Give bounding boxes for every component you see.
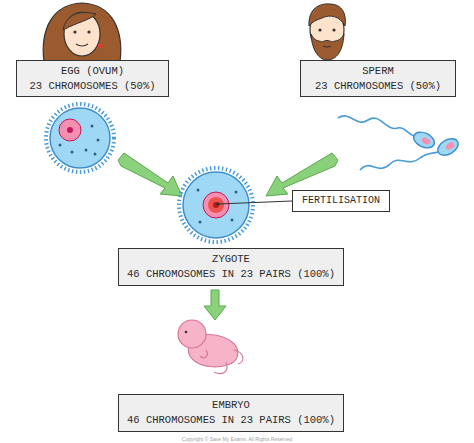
embryo-figure (178, 320, 243, 374)
box-text: 23 CHROMOSOMES (50%) (29, 79, 155, 94)
woman-face (43, 3, 120, 62)
box-text: SPERM (362, 64, 394, 79)
man-face (309, 4, 345, 60)
leader-line (216, 201, 292, 206)
box-text: 46 CHROMOSOMES IN 23 PAIRS (100%) (127, 267, 335, 282)
box-text: 46 CHROMOSOMES IN 23 PAIRS (100%) (127, 413, 335, 428)
gamete-box: EGG (OVUM)23 CHROMOSOMES (50%) (16, 60, 169, 97)
box-text: 23 CHROMOSOMES (50%) (315, 79, 441, 94)
flow-arrow (118, 153, 338, 320)
stage-box: ZYGOTE46 CHROMOSOMES IN 23 PAIRS (100%) (118, 248, 344, 286)
sperm-cells (338, 116, 461, 170)
gamete-box: SPERM23 CHROMOSOMES (50%) (300, 60, 456, 97)
zygote-cell (179, 168, 253, 242)
egg-cell (46, 104, 114, 172)
copyright-note: Copyright © Save My Exams. All Rights Re… (182, 436, 292, 442)
box-text: ZYGOTE (212, 252, 250, 267)
box-text: EGG (OVUM) (61, 64, 124, 79)
box-text: EMBRYO (212, 398, 250, 413)
callout-box: FERTILISATION (292, 190, 390, 212)
stage-box: EMBRYO46 CHROMOSOMES IN 23 PAIRS (100%) (118, 394, 344, 432)
box-text: FERTILISATION (302, 195, 380, 207)
